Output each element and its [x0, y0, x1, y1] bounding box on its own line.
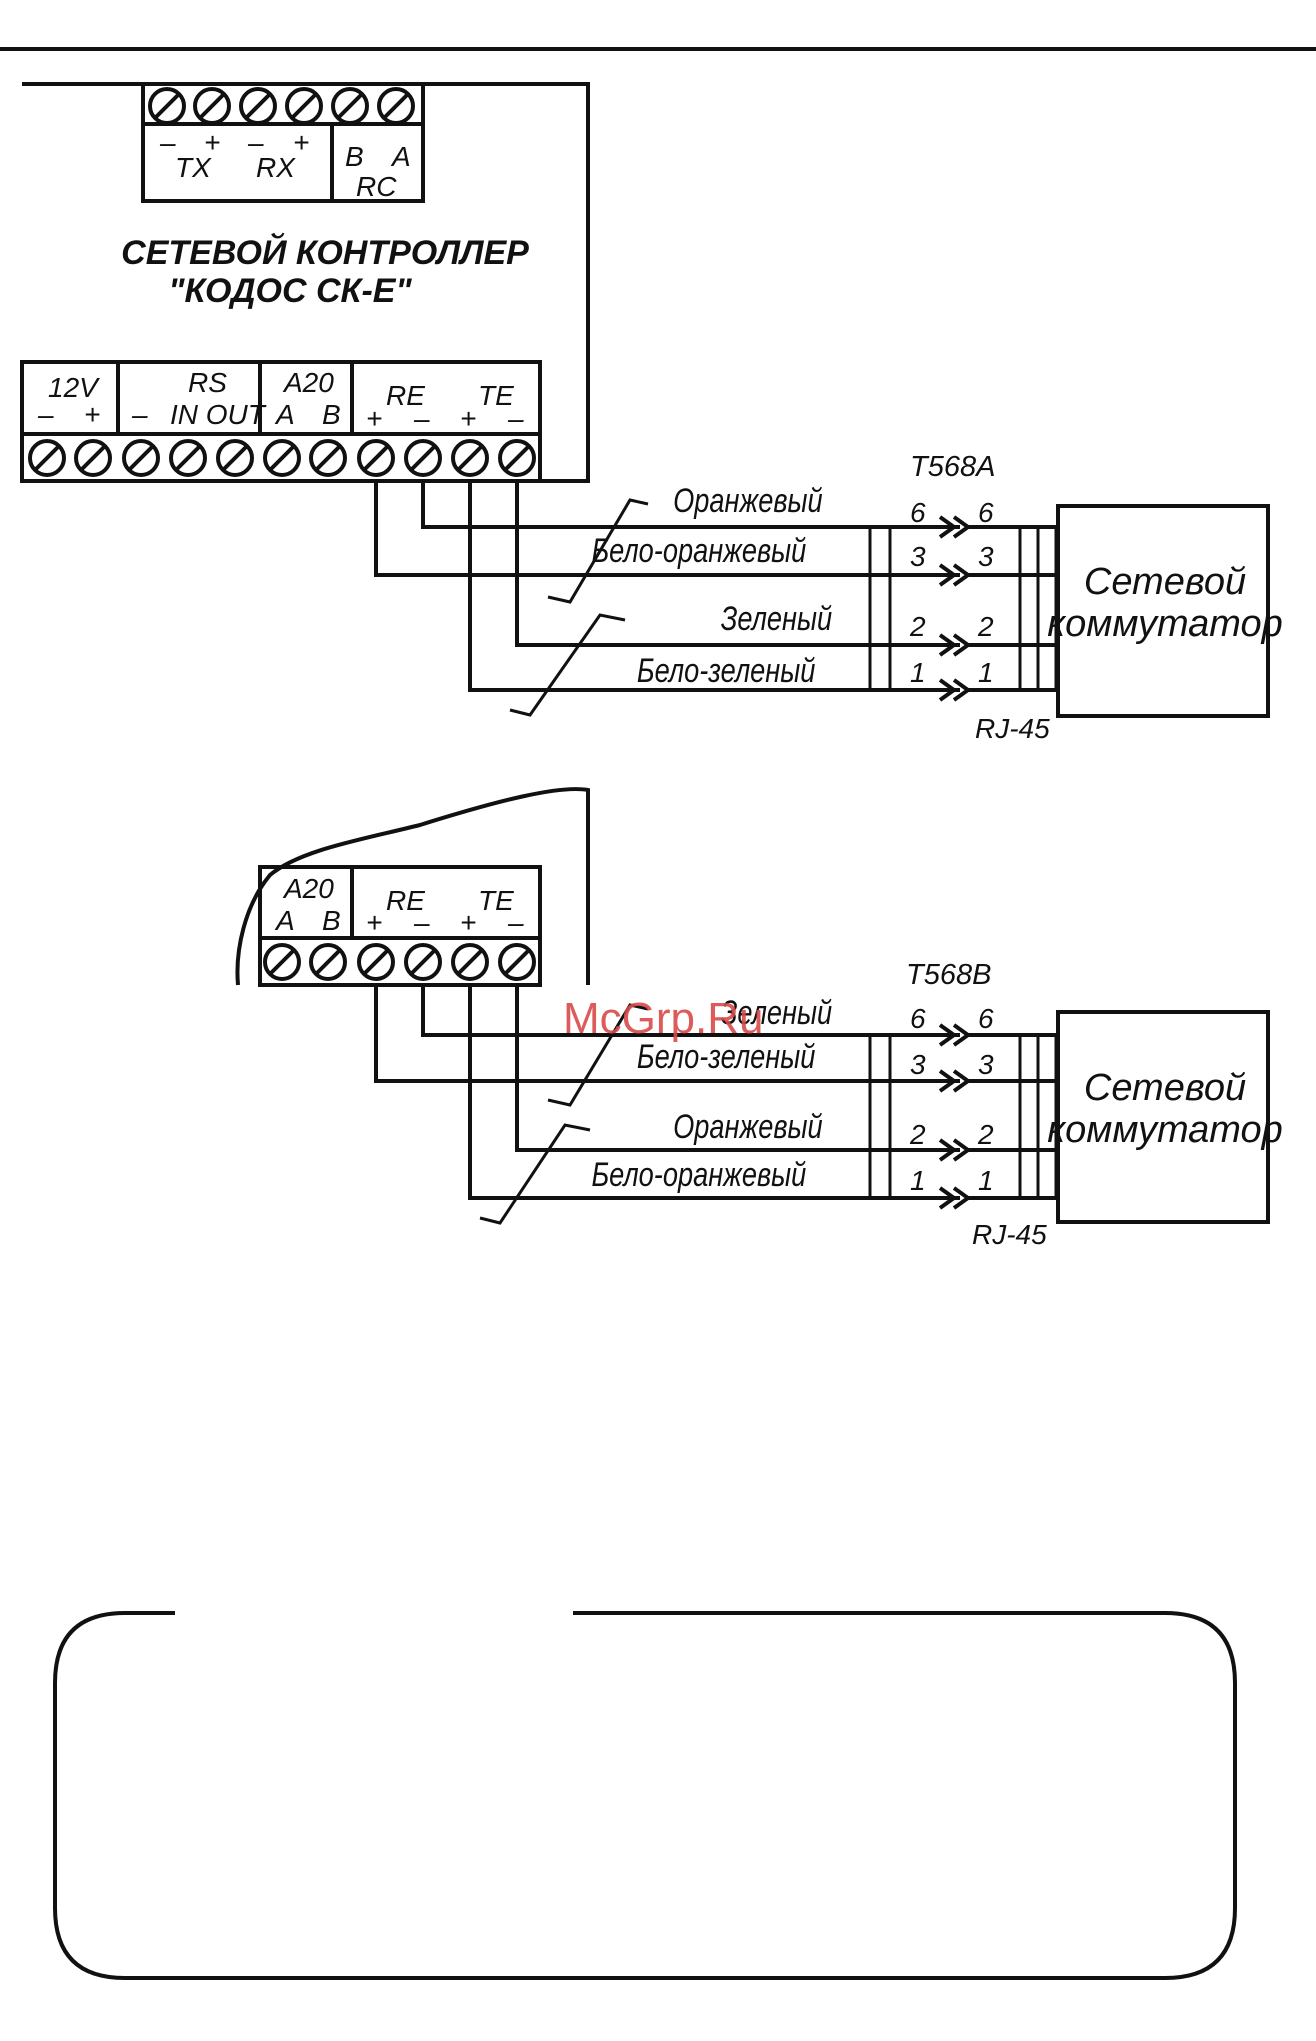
b-re-minus: –: [413, 907, 430, 938]
b-re-label: RE: [386, 885, 425, 916]
watermark: McGrp.Ru: [563, 994, 763, 1043]
controller-title-line2: "КОДОС СК-Е": [168, 272, 412, 310]
switch-box-a: [1056, 504, 1270, 718]
wire-a-3-name: Зеленый: [721, 599, 832, 638]
rx-label: RX: [256, 152, 296, 183]
wire-b-1-name: Зеленый: [721, 993, 832, 1032]
wire-b-2-name: Бело-зеленый: [637, 1037, 815, 1076]
switch-a-line2: коммутатор: [1047, 603, 1283, 645]
diagram-b-controller-fragment: [235, 787, 590, 987]
te-plus: +: [460, 403, 476, 434]
a20-a: A: [274, 399, 295, 430]
b-a20-a: A: [274, 905, 295, 936]
note-frame: [53, 1611, 1237, 1980]
re-label: RE: [386, 380, 425, 411]
pin-a-4-left: 1: [910, 657, 926, 688]
b-a20-label: A20: [282, 873, 334, 904]
a20-b: B: [322, 399, 341, 430]
switch-b-line1: Сетевой: [1084, 1067, 1246, 1109]
rs-in-out: IN OUT: [170, 399, 267, 430]
controller-box: – TX + – RX + B A RC СЕТЕВОЙ КОНТРОЛЛЕР …: [20, 82, 590, 483]
pin-a-3-right: 2: [977, 611, 994, 642]
rx-minus: –: [247, 127, 264, 158]
a20-label: A20: [282, 367, 334, 398]
pin-b-4-right: 1: [978, 1165, 994, 1196]
switch-box-b: [1056, 1010, 1270, 1224]
b-te-minus: –: [507, 907, 524, 938]
b-te-label: TE: [478, 885, 514, 916]
diagram-b-wiring: [374, 985, 1270, 1225]
pin-b-2-right: 3: [978, 1049, 994, 1080]
wire-b-3-name: Оранжевый: [673, 1107, 822, 1146]
pin-a-1-right: 6: [978, 497, 994, 528]
pin-b-3-right: 2: [977, 1119, 994, 1150]
wire-b-4-name: Бело-оранжевый: [591, 1155, 806, 1194]
v12-label: 12V: [48, 372, 100, 403]
b-re-plus: +: [366, 907, 382, 938]
rc-label: RC: [356, 171, 397, 202]
rs-minus: –: [131, 399, 148, 430]
top-screws: [148, 87, 415, 125]
pin-a-2-left: 3: [910, 541, 926, 572]
pin-a-4-right: 1: [978, 657, 994, 688]
b-te-plus: +: [460, 907, 476, 938]
re-plus: +: [366, 403, 382, 434]
wire-a-2-name: Бело-оранжевый: [591, 531, 806, 570]
connector-a: RJ-45: [975, 713, 1050, 744]
pin-b-3-left: 2: [909, 1119, 926, 1150]
diagram-a-wiring: [374, 481, 1270, 718]
rx-plus: +: [293, 127, 309, 158]
pin-b-1-right: 6: [978, 1003, 994, 1034]
b-a20-b: B: [322, 905, 341, 936]
bottom-screws: [28, 439, 536, 477]
v12-minus: –: [37, 399, 54, 430]
pin-b-4-left: 1: [910, 1165, 926, 1196]
pin-a-3-left: 2: [909, 611, 926, 642]
wire-a-4-name: Бело-зеленый: [637, 651, 815, 690]
standard-a: T568A: [910, 451, 995, 483]
rs-label: RS: [188, 367, 227, 398]
v12-plus: +: [84, 399, 100, 430]
re-minus: –: [413, 403, 430, 434]
tx-label: TX: [175, 152, 212, 183]
wire-a-1-name: Оранжевый: [673, 481, 822, 520]
switch-b-line2: коммутатор: [1047, 1109, 1283, 1151]
connector-b: RJ-45: [972, 1219, 1047, 1250]
pin-b-1-left: 6: [910, 1003, 926, 1034]
tx-minus: –: [159, 127, 176, 158]
te-label: TE: [478, 380, 514, 411]
standard-b: T568B: [906, 959, 991, 991]
pin-a-1-left: 6: [910, 497, 926, 528]
pin-a-2-right: 3: [978, 541, 994, 572]
pin-b-2-left: 3: [910, 1049, 926, 1080]
tx-plus: +: [204, 127, 220, 158]
te-minus: –: [507, 403, 524, 434]
switch-a-line1: Сетевой: [1084, 561, 1246, 603]
controller-title-line1: СЕТЕВОЙ КОНТРОЛЛЕР: [121, 233, 529, 272]
a-label: A: [390, 141, 411, 172]
b-label: B: [345, 141, 364, 172]
